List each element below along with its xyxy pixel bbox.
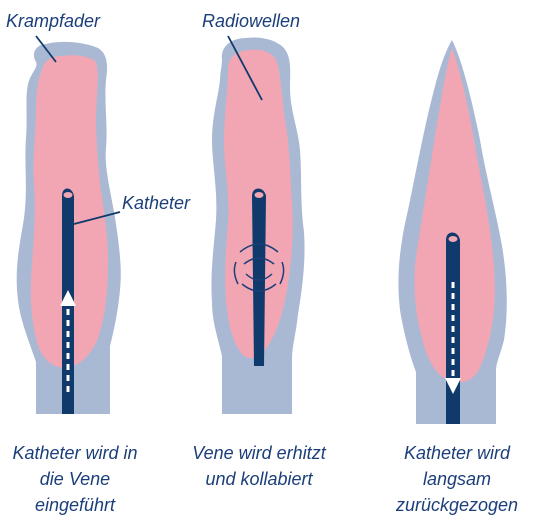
caption-line: Katheter wird in xyxy=(0,440,160,466)
caption-line: langsam xyxy=(372,466,533,492)
caption-line: Katheter wird xyxy=(372,440,533,466)
caption-line: und kollabiert xyxy=(174,466,344,492)
catheter-tip xyxy=(64,192,73,198)
vein-panel-1 xyxy=(17,42,121,414)
label-radiowellen: Radiowellen xyxy=(202,11,300,31)
caption-step-1: Katheter wird in die Vene eingeführt xyxy=(0,440,160,518)
label-katheter: Katheter xyxy=(122,193,191,213)
catheter-tip xyxy=(449,236,458,242)
catheter-tip xyxy=(255,192,264,198)
caption-line: eingeführt xyxy=(0,492,160,518)
label-krampfader: Krampfader xyxy=(6,11,101,31)
catheter xyxy=(252,189,266,367)
vein-panel-3 xyxy=(398,40,506,424)
caption-line: Vene wird erhitzt xyxy=(174,440,344,466)
caption-step-3: Katheter wird langsam zurückgezogen xyxy=(372,440,533,518)
caption-line: zurückgezogen xyxy=(372,492,533,518)
caption-line: die Vene xyxy=(0,466,160,492)
caption-step-2: Vene wird erhitzt und kollabiert xyxy=(174,440,344,492)
